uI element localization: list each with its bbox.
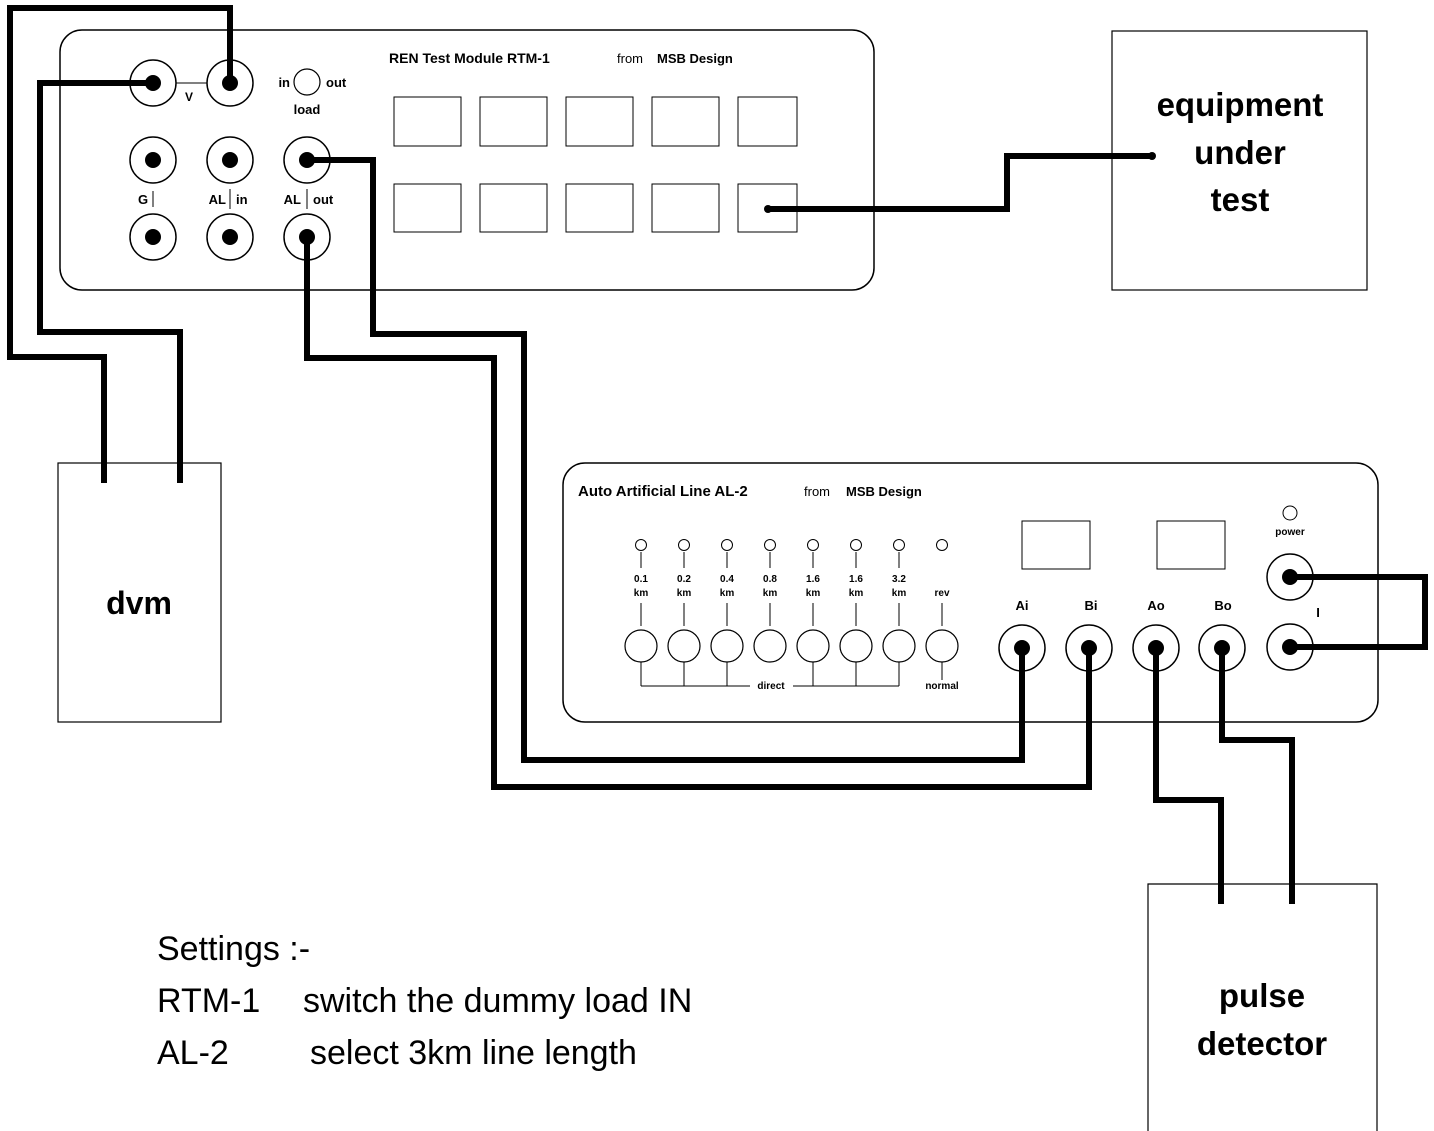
- eut-line3: test: [1211, 181, 1270, 218]
- al-out-label: out: [313, 192, 334, 207]
- pulse-line1: pulse: [1219, 977, 1305, 1014]
- settings-row1-text: switch the dummy load IN: [303, 982, 692, 1020]
- km-value-label: 1.6: [849, 574, 863, 585]
- settings-block: Settings :- RTM-1 switch the dummy load …: [157, 930, 692, 1072]
- km-1-6-button[interactable]: [796, 629, 830, 663]
- al2-from: from: [804, 484, 830, 499]
- wire-end-dots: [764, 152, 1156, 213]
- km-unit-label: km: [892, 588, 907, 599]
- settings-heading: Settings :-: [157, 930, 310, 968]
- km-value-label: 0.1: [634, 574, 648, 585]
- km-value-label: 3.2: [892, 574, 906, 585]
- km-value-label: 0.4: [720, 574, 734, 585]
- i-label: I: [1316, 605, 1320, 620]
- km-value-label: 1.6: [806, 574, 820, 585]
- pulse-detector-box: pulse detector: [1147, 883, 1378, 1131]
- dvm-label: dvm: [106, 585, 172, 621]
- wire-v-right-to-dvm: [7, 5, 233, 483]
- settings-row1-device: RTM-1: [157, 982, 260, 1020]
- rtm-title: REN Test Module RTM-1: [389, 50, 550, 66]
- rtm-window-row-bottom: [393, 183, 798, 233]
- load-label: load: [294, 102, 321, 117]
- dvm-box: dvm: [57, 462, 222, 723]
- km-0-4-button[interactable]: [710, 629, 744, 663]
- al-in-label: in: [236, 192, 248, 207]
- km-unit-label: km: [677, 588, 692, 599]
- pulse-line2: detector: [1197, 1025, 1327, 1062]
- al2-led-ticks: [640, 552, 943, 626]
- al2-panel: Auto Artificial Line AL-2 from MSB Desig…: [562, 462, 1379, 723]
- km-unit-label: km: [849, 588, 864, 599]
- normal-label: normal: [925, 681, 959, 692]
- g-label: G: [138, 192, 148, 207]
- terminal-ao-label: Ao: [1147, 598, 1164, 613]
- wire-eut: [768, 153, 1152, 212]
- wires: [7, 5, 1428, 904]
- terminal-bo-label: Bo: [1214, 598, 1231, 613]
- km-0-1-button[interactable]: [624, 629, 658, 663]
- km-unit-label: km: [720, 588, 735, 599]
- km-unit-label: km: [806, 588, 821, 599]
- rtm-maker: MSB Design: [657, 51, 733, 66]
- wire-al-out-top-to-ai: [307, 157, 1025, 763]
- settings-row2-device: AL-2: [157, 1034, 229, 1072]
- wire-i-loop: [1290, 574, 1428, 650]
- rtm-window-row-top: [393, 96, 798, 147]
- km-value-label: 0.8: [763, 574, 777, 585]
- eut-line1: equipment: [1157, 86, 1324, 123]
- rev-button[interactable]: [925, 629, 959, 663]
- al2-maker: MSB Design: [846, 484, 922, 499]
- km-1-6b-button[interactable]: [839, 629, 873, 663]
- g-jack-bottom[interactable]: [129, 213, 177, 261]
- terminal-ai-label: Ai: [1016, 598, 1029, 613]
- km-value-label: 0.2: [677, 574, 691, 585]
- rtm-from: from: [617, 51, 643, 66]
- wire-ao-to-detector: [1153, 648, 1224, 904]
- al2-display-left: [1021, 520, 1091, 570]
- al-label: AL: [209, 192, 226, 207]
- rtm-panel: REN Test Module RTM-1 from MSB Design V …: [59, 29, 875, 291]
- al-in-jack-bottom[interactable]: [206, 213, 254, 261]
- km-unit-label: km: [634, 588, 649, 599]
- km-0-8-button[interactable]: [753, 629, 787, 663]
- al2-display-right: [1156, 520, 1226, 570]
- power-led: [1282, 505, 1298, 521]
- al2-label: AL: [284, 192, 301, 207]
- direct-label: direct: [757, 681, 785, 692]
- al2-km-labels: 0.1 0.2 0.4 0.8 1.6 1.6 3.2 km km km km …: [634, 574, 950, 599]
- eut-line2: under: [1194, 134, 1286, 171]
- km-unit-label: km: [763, 588, 778, 599]
- direct-bracket: [640, 662, 943, 687]
- km-0-2-button[interactable]: [667, 629, 701, 663]
- load-out-label: out: [326, 75, 347, 90]
- eut-box: equipment under test: [1111, 30, 1368, 291]
- al-in-jack-top[interactable]: [206, 136, 254, 184]
- al2-led-row: [635, 539, 948, 551]
- terminal-bi-label: Bi: [1085, 598, 1098, 613]
- rev-label: rev: [934, 588, 949, 599]
- load-in-label: in: [278, 75, 290, 90]
- wire-v-left-to-dvm: [37, 80, 183, 483]
- wire-bo-to-detector: [1219, 648, 1295, 904]
- v-label: V: [185, 90, 193, 104]
- wire-al-out-bottom-to-bi: [304, 237, 1092, 790]
- g-jack-top[interactable]: [129, 136, 177, 184]
- settings-row2-text: select 3km line length: [310, 1034, 637, 1072]
- al2-title: Auto Artificial Line AL-2: [578, 483, 748, 500]
- km-3-2-button[interactable]: [882, 629, 916, 663]
- power-label: power: [1275, 527, 1305, 538]
- load-switch[interactable]: [293, 68, 321, 96]
